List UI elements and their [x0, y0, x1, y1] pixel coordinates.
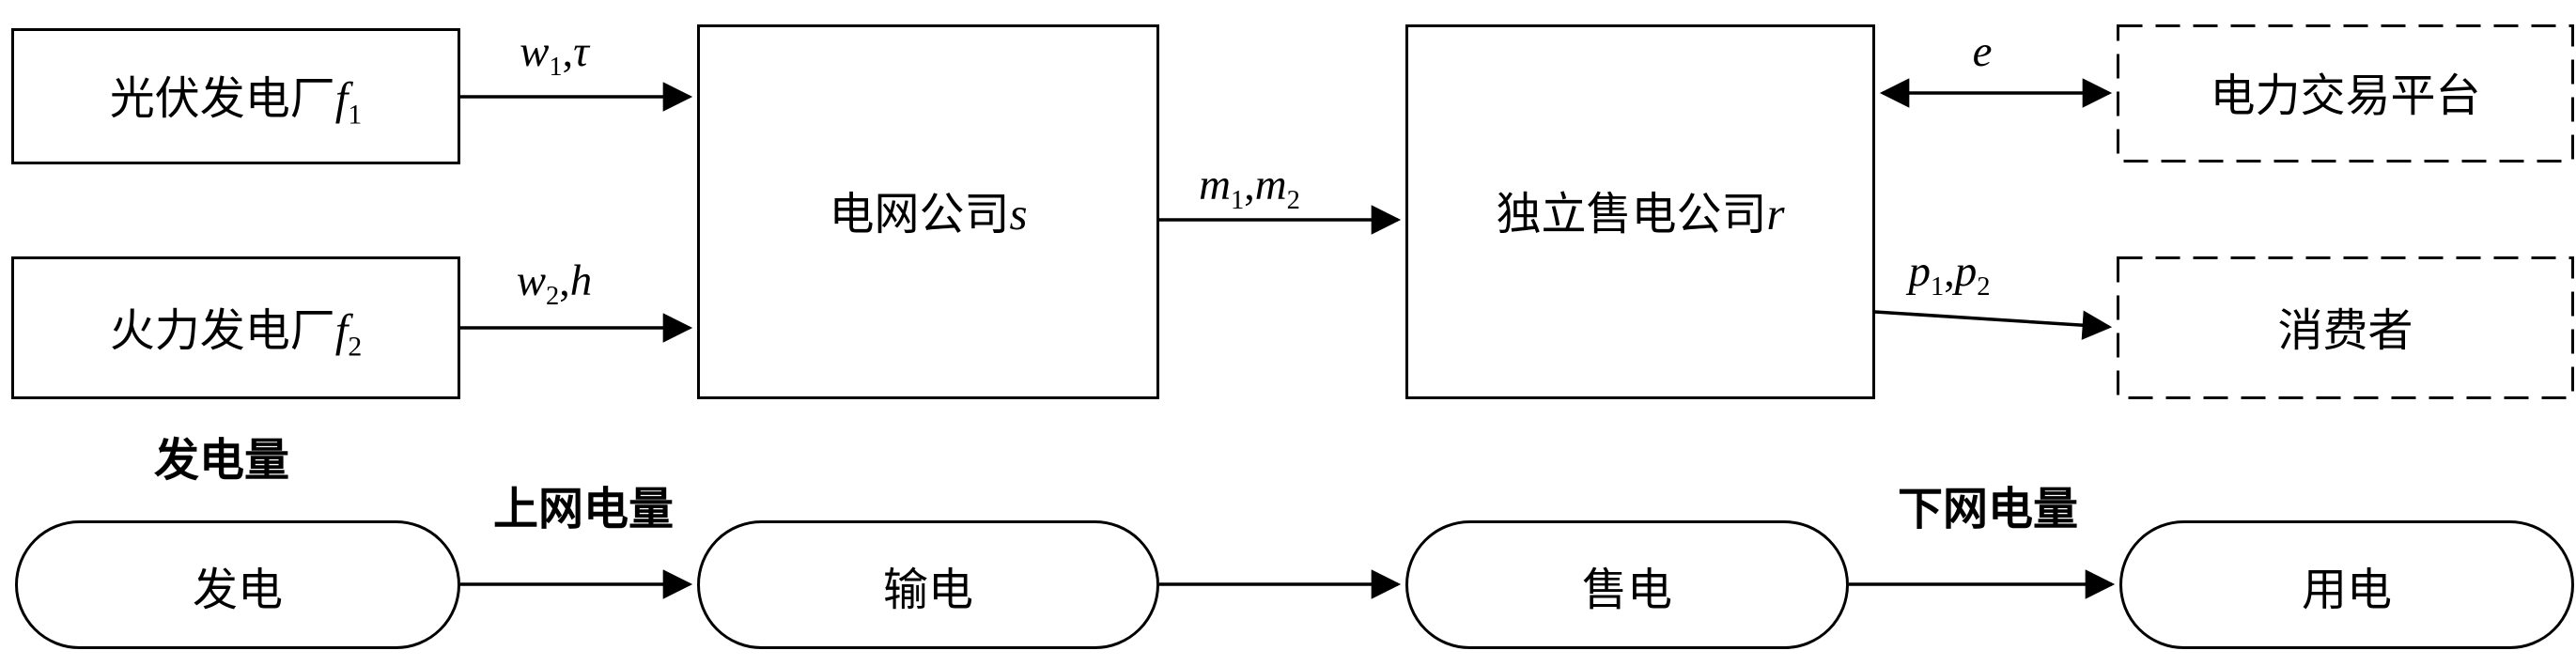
- flow-node-transmission-label: 输电: [882, 565, 973, 615]
- flow-node-retail: 售电: [1405, 520, 1849, 649]
- edge-label-m1-m2: m1,m2: [1199, 161, 1300, 216]
- box-retailer-label: 独立售电公司r: [1496, 188, 1785, 240]
- edge-label-w2-h: w2,h: [516, 256, 593, 312]
- box-grid-company: 电网公司s: [697, 24, 1159, 399]
- edge-label-p1-p2: p1,p2: [1908, 247, 1991, 302]
- flow-node-transmission: 输电: [697, 520, 1159, 649]
- flow-node-consumption-label: 用电: [2301, 565, 2392, 615]
- flow-node-generation: 发电: [15, 520, 460, 649]
- flow-node-retail-label: 售电: [1581, 565, 1672, 615]
- box-thermal-plant: 火力发电厂f2: [11, 256, 460, 399]
- box-pv-plant-label: 光伏发电厂f1: [109, 72, 363, 131]
- box-trading-platform-label: 电力交易平台: [2210, 71, 2481, 122]
- box-pv-plant: 光伏发电厂f1: [11, 28, 460, 164]
- label-grid-off-take: 下网电量: [1897, 485, 2078, 534]
- flow-node-consumption: 用电: [2119, 520, 2574, 649]
- box-retailer: 独立售电公司r: [1405, 24, 1875, 399]
- edge-label-e: e: [1972, 27, 1993, 76]
- box-consumers: 消费者: [2117, 256, 2574, 399]
- arrow-retailer-to-consumers: [1874, 310, 2113, 340]
- consumers-border: [2117, 256, 2574, 399]
- box-trading-platform: 电力交易平台: [2117, 24, 2574, 163]
- label-grid-feed-in: 上网电量: [492, 485, 674, 534]
- box-thermal-plant-label: 火力发电厂f2: [109, 303, 363, 363]
- trading-platform-border: [2117, 24, 2574, 163]
- edge-label-w1-tau: w1,τ: [520, 27, 589, 83]
- box-consumers-label: 消费者: [2277, 305, 2413, 356]
- box-grid-company-label: 电网公司s: [829, 188, 1028, 240]
- flow-node-generation-label: 发电: [192, 565, 283, 615]
- label-generation-amount: 发电量: [153, 436, 289, 486]
